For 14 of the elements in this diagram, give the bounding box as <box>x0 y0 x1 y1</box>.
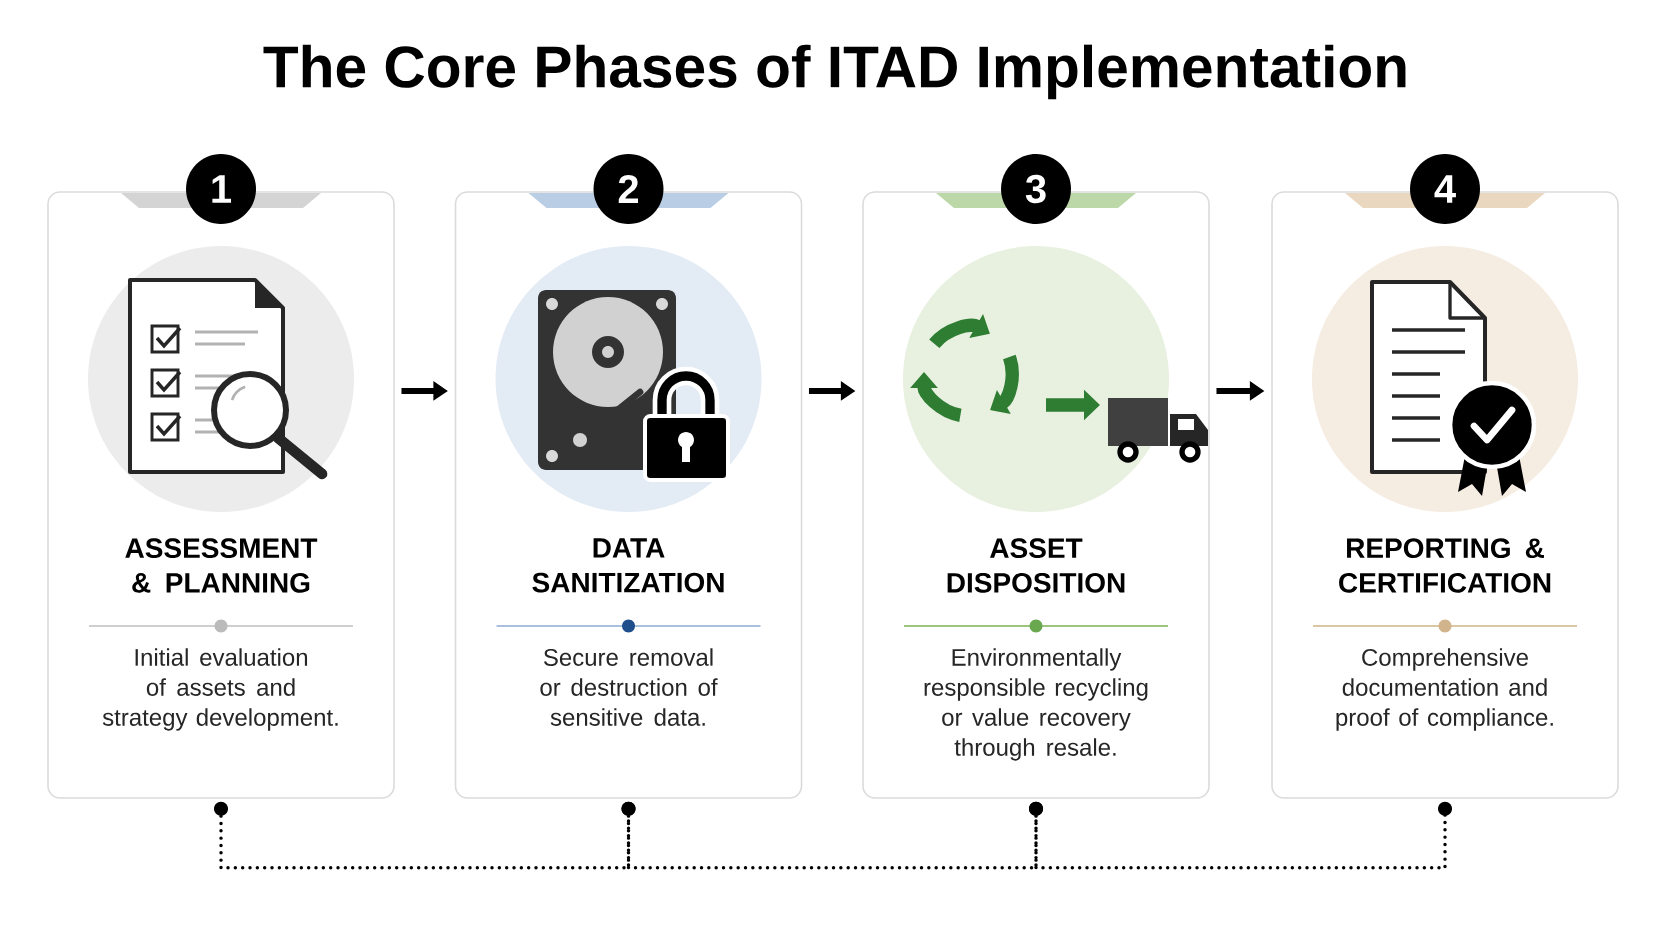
phase-title: DATA SANITIZATION <box>532 538 724 593</box>
number-badge: 2 <box>593 154 664 224</box>
phase-title: ASSESSMENT & PLANNING <box>125 538 318 593</box>
dotted-connector <box>1029 801 1452 870</box>
number-badge: 1 <box>186 154 256 224</box>
phase-description: Initial evaluation of assets and strategy development. <box>102 648 338 731</box>
title: The Core Phases of ITAD Implementation <box>263 44 1406 100</box>
phase-title: ASSET DISPOSITION <box>947 538 1125 593</box>
phase-title: REPORTING & CERTIFICATION <box>1339 538 1551 593</box>
phase-description: Environmentally responsible recycling or value recovery through resale. <box>924 648 1148 761</box>
phase-description: Comprehensive documentation and proof of compliance. <box>1336 648 1553 731</box>
number-badge: 4 <box>1410 154 1480 224</box>
number-badge: 3 <box>1001 154 1071 224</box>
phase-description: Secure removal or destruction of sensitive data. <box>540 648 718 726</box>
